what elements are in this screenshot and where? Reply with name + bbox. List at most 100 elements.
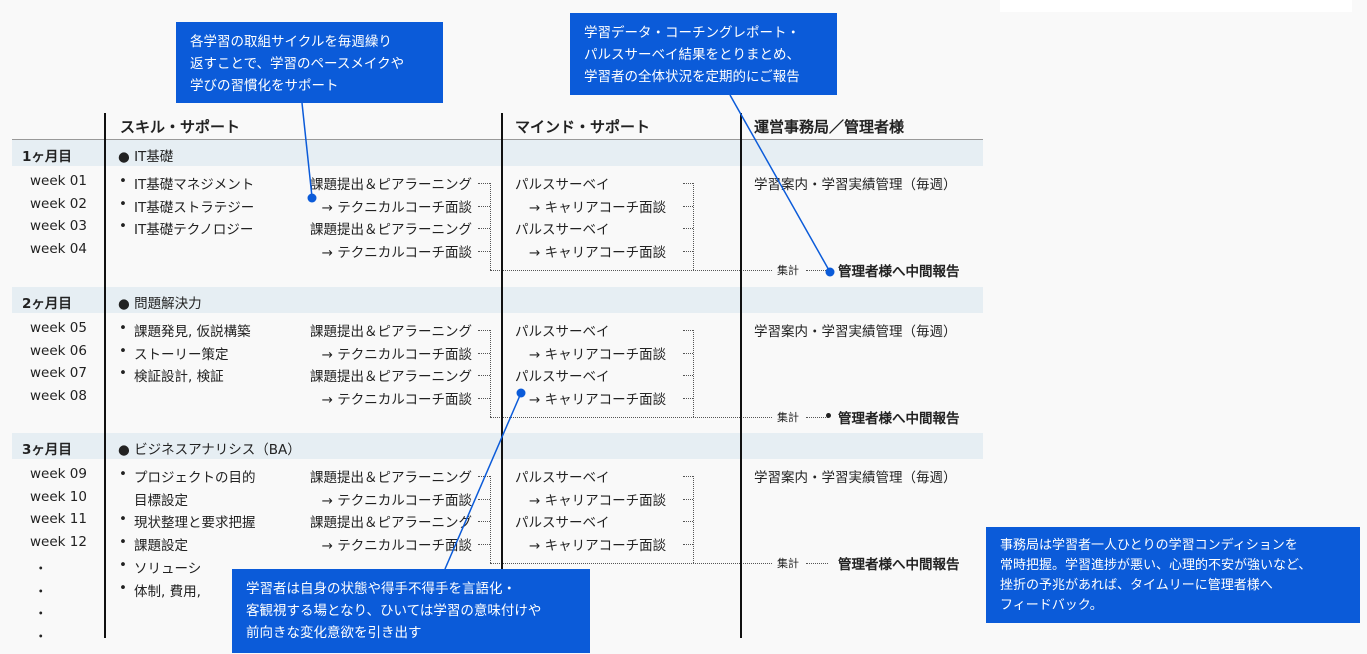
dotted-connector [683, 499, 693, 500]
dotted-connector [683, 353, 693, 354]
dotted-bracket [490, 183, 491, 270]
skill-task: → テクニカルコーチ面談 [321, 493, 472, 509]
callout-line: 前向きな変化意欲を引き出す [246, 625, 422, 641]
dotted-connector [478, 521, 490, 522]
interim-report: 管理者様へ中間報告 [838, 411, 960, 427]
week-label: ・ [34, 606, 48, 622]
mind-task: → キャリアコーチ面談 [529, 493, 667, 509]
mind-task: → キャリアコーチ面談 [529, 392, 667, 408]
dotted-report-line [806, 563, 828, 564]
dotted-connector [478, 251, 490, 252]
aggregate-label: 集計 [777, 557, 799, 570]
callout-reporting: 学習データ・コーチングレポート・ パルスサーベイ結果をとりまとめ、 学習者の全体… [570, 13, 837, 95]
callout-line: 挫折の予兆があれば、タイムリーに管理者様へ [1000, 578, 1273, 593]
skill-task: 課題提出＆ピアラーニング [310, 515, 472, 531]
callout-learner-reflection: 学習者は自身の状態や得手不得手を言語化・ 客観視する場となり、ひいては学習の意味… [232, 569, 590, 653]
callout-line: 学習データ・コーチングレポート・ [584, 25, 800, 41]
callout-line: 返すことで、学習のペースメイクや [190, 56, 405, 72]
skill-bullet: • [119, 173, 127, 189]
dotted-connector [683, 476, 693, 477]
dotted-bracket [693, 183, 694, 270]
interim-report: 管理者様へ中間報告 [838, 557, 960, 573]
dotted-connector [683, 544, 693, 545]
dotted-connector [683, 375, 693, 376]
week-label: week 02 [30, 196, 87, 212]
week-label: week 08 [30, 388, 87, 404]
skill-item: ソリューシ [134, 561, 202, 577]
week-label: week 03 [30, 218, 87, 234]
skill-bullet: • [119, 580, 127, 596]
callout-line: パルスサーベイ結果をとりまとめ、 [584, 47, 800, 63]
month-label: 3ヶ月目 [22, 442, 72, 458]
callout-line: 学習者は自身の状態や得手不得手を言語化・ [246, 581, 516, 597]
skill-item: ストーリー策定 [134, 347, 229, 363]
skill-bullet: • [119, 218, 127, 234]
week-label: week 09 [30, 466, 87, 482]
skill-bullet: • [119, 534, 127, 550]
mind-task: → キャリアコーチ面談 [529, 347, 667, 363]
week-label: ・ [34, 584, 48, 600]
week-label: week 05 [30, 320, 87, 336]
skill-task: 課題提出＆ピアラーニング [310, 369, 472, 385]
month-band [12, 140, 983, 166]
column-divider [740, 113, 742, 638]
connector-line [301, 102, 313, 198]
skill-item: 現状整理と要求把握 [134, 515, 256, 531]
skill-item: IT基礎ストラテジー [134, 200, 255, 216]
connector-line [729, 94, 831, 273]
skill-task: 課題提出＆ピアラーニング [310, 324, 472, 340]
skill-item: 課題発見, 仮説構築 [134, 324, 251, 340]
top-white-strip [1000, 0, 1352, 12]
mind-task: パルスサーベイ [515, 369, 610, 385]
dotted-connector [478, 353, 490, 354]
dotted-connector [683, 398, 693, 399]
skill-task: → テクニカルコーチ面談 [321, 245, 472, 261]
skill-bullet: • [119, 466, 127, 482]
week-label: week 01 [30, 173, 87, 189]
dotted-connector [478, 206, 490, 207]
connector-dot [516, 388, 526, 398]
skill-task: 課題提出＆ピアラーニング [310, 222, 472, 238]
month-topic: ● 問題解決力 [118, 296, 202, 312]
skill-item: IT基礎テクノロジー [134, 222, 254, 238]
skill-bullet: • [119, 557, 127, 573]
dotted-connector [478, 476, 490, 477]
dotted-connector [478, 499, 490, 500]
connector-dot [825, 267, 835, 277]
skill-item: 課題設定 [134, 538, 188, 554]
skill-item: 検証設計, 検証 [134, 369, 224, 385]
dotted-connector [683, 251, 693, 252]
dotted-bracket [693, 476, 694, 563]
week-label: week 06 [30, 343, 87, 359]
dotted-connector [683, 330, 693, 331]
callout-line: 常時把握。学習進捗が悪い、心理的不安が強いなど、 [1000, 558, 1312, 573]
mind-task: → キャリアコーチ面談 [529, 245, 667, 261]
skill-task: 課題提出＆ピアラーニング [310, 470, 472, 486]
dotted-aggregate-line [490, 563, 772, 564]
week-label: week 12 [30, 534, 87, 550]
dotted-connector [683, 183, 693, 184]
column-divider [501, 113, 503, 638]
callout-line: 事務局は学習者一人ひとりの学習コンディションを [1000, 538, 1298, 553]
header-admin: 運営事務局／管理者様 [754, 118, 905, 136]
connector-dot [307, 193, 317, 203]
mind-task: パルスサーベイ [515, 515, 610, 531]
aggregate-label: 集計 [777, 264, 799, 277]
dotted-bracket [490, 476, 491, 563]
aggregate-label: 集計 [777, 411, 799, 424]
skill-task: 課題提出＆ピアラーニング [310, 177, 472, 193]
dotted-report-line [806, 417, 828, 418]
dotted-connector [683, 228, 693, 229]
dotted-bracket [693, 330, 694, 417]
dotted-report-line [806, 270, 828, 271]
skill-task: → テクニカルコーチ面談 [321, 347, 472, 363]
month-label: 2ヶ月目 [22, 296, 72, 312]
connector-line [444, 392, 522, 570]
column-divider [104, 113, 106, 638]
dotted-connector [478, 375, 490, 376]
dotted-connector [478, 228, 490, 229]
callout-line: 学びの習慣化をサポート [190, 78, 339, 94]
header-mind: マインド・サポート [515, 118, 651, 136]
week-label: week 10 [30, 489, 87, 505]
